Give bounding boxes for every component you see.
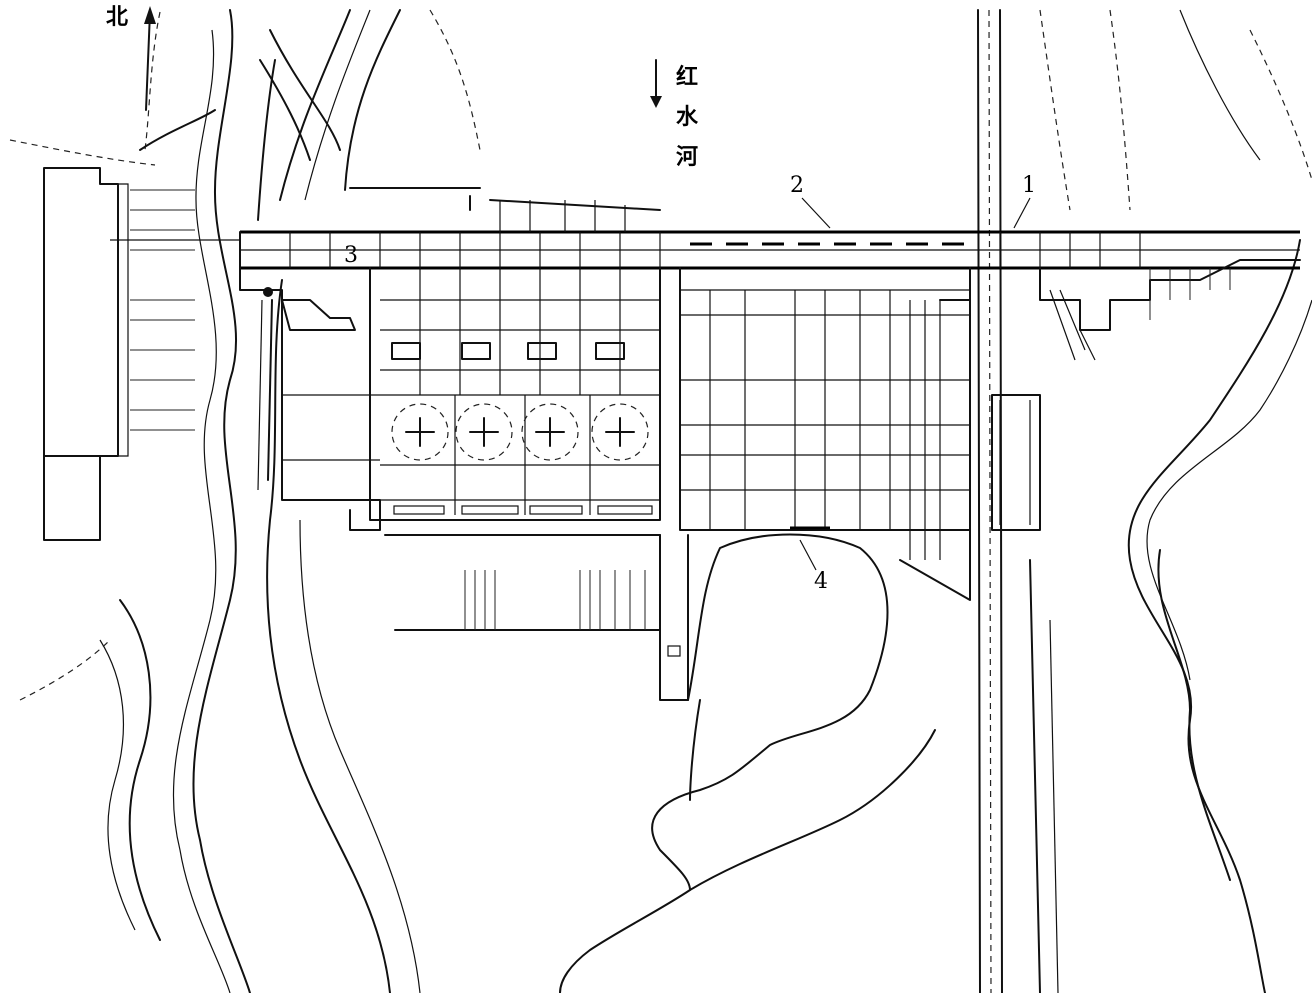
right-abutment (991, 259, 1301, 531)
callouts: 1 2 3 4 (344, 173, 1036, 594)
callout-4: 4 (814, 569, 828, 594)
right-valley-contours (1039, 9, 1312, 993)
river-char-3: 河 (676, 145, 698, 170)
dam-crest (110, 230, 1300, 270)
vertical-road (977, 9, 1059, 993)
left-building (43, 167, 195, 541)
left-valley-contours (9, 9, 481, 993)
callout-3: 3 (344, 243, 358, 268)
north-arrow: 北 (106, 5, 156, 111)
callout-1: 1 (1022, 173, 1036, 198)
callout-2: 2 (790, 173, 804, 198)
excavation-tick-icon (559, 533, 889, 993)
powerhouse-block (679, 267, 971, 601)
north-label: 北 (106, 5, 128, 30)
excavation-outline (559, 533, 936, 993)
left-abutment (239, 59, 381, 531)
river-char-1: 红 (676, 64, 698, 90)
river-label: 红 水 河 (650, 59, 699, 170)
spillway-section (349, 187, 661, 521)
north-arrow-icon (145, 11, 151, 111)
stilling-basin (384, 534, 689, 701)
river-char-2: 水 (676, 105, 699, 130)
